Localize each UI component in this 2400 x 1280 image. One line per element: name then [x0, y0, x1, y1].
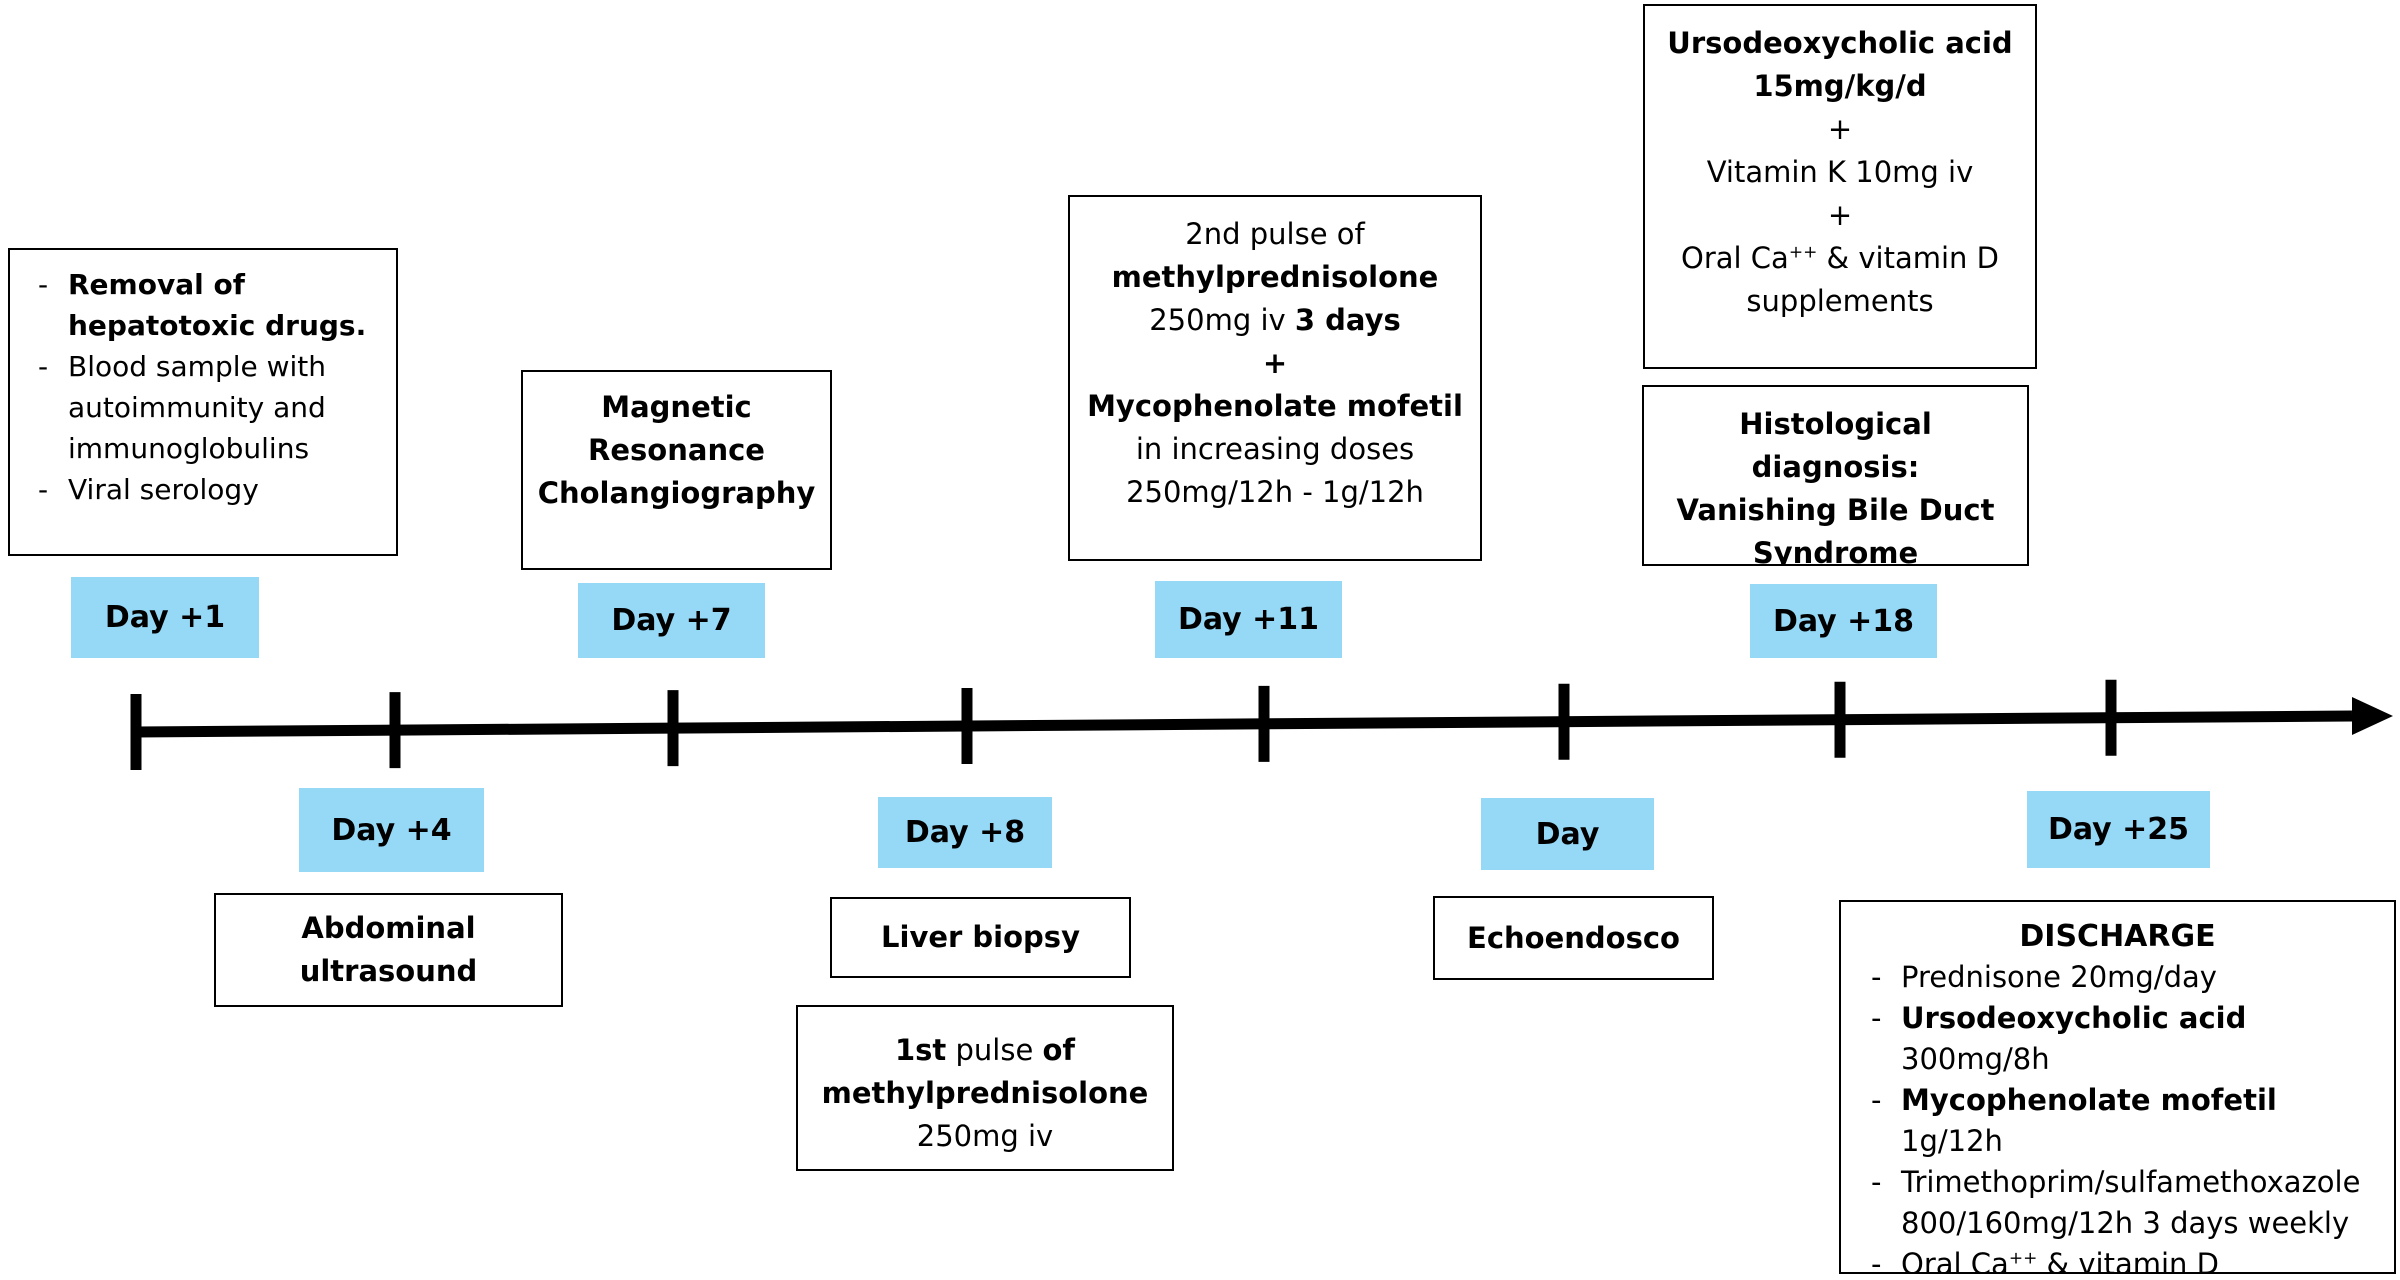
day-label-plus-7: Day +7 [578, 583, 765, 658]
diagnosis-line-2: Vanishing Bile Duct Syndrome [1676, 493, 1995, 566]
box-discharge: DISCHARGE Prednisone 20mg/day Ursodeoxyc… [1839, 900, 2396, 1274]
timeline-axis [135, 710, 2353, 738]
list-item: Viral serology [20, 469, 386, 510]
box-abdominal-ultrasound: Abdominal ultrasound [214, 893, 563, 1007]
first-pulse-line-3: 250mg iv [916, 1119, 1054, 1153]
day-label-plus-18: Day +18 [1750, 584, 1937, 658]
list-item: Blood sample with autoimmunity and immun… [20, 346, 386, 469]
diagnosis-line-1: Histological diagnosis: [1739, 407, 1932, 484]
box-first-pulse: 1st pulse of methylprednisolone 250mg iv [796, 1005, 1174, 1171]
first-pulse-line-1: 1st pulse of [894, 1033, 1076, 1067]
list-item: Ursodeoxycholic acid 300mg/8h [1853, 998, 2382, 1080]
cholangiography-text: Magnetic Resonance Cholangiography [537, 390, 816, 510]
ultrasound-line-2: ultrasound [299, 954, 478, 988]
treatment-line-1: Ursodeoxycholic acid [1667, 26, 2013, 60]
day-label-plus-4: Day +4 [299, 788, 484, 872]
second-pulse-mycophenolate: Mycophenolate mofetil in increasing dose… [1087, 389, 1463, 509]
discharge-title: DISCHARGE [2019, 919, 2216, 954]
list-item: Oral Ca++ & vitamin D [1853, 1244, 2382, 1272]
timeline-arrowhead [2352, 697, 2393, 735]
day-label-plus-8: Day +8 [878, 797, 1052, 868]
box-day-1-initial-measures: Removal of hepatotoxic drugs. Blood samp… [8, 248, 398, 556]
day-label-plus-25: Day +25 [2027, 791, 2210, 868]
second-pulse-line-1: 2nd pulse of [1185, 217, 1365, 251]
box-day-18-treatment: Ursodeoxycholic acid 15mg/kg/d + Vitamin… [1643, 4, 2037, 369]
second-pulse-line-3: 250mg iv 3 days [1149, 303, 1401, 337]
treatment-line-4: Vitamin K 10mg iv [1706, 155, 1974, 189]
treatment-line-2: 15mg/kg/d [1753, 69, 1927, 103]
treatment-plus-1: + [1827, 112, 1853, 146]
day-1-measures-list: Removal of hepatotoxic drugs. Blood samp… [20, 264, 386, 510]
treatment-line-6: Oral Ca++ & vitamin D supplements [1681, 241, 1999, 318]
box-liver-biopsy: Liver biopsy [830, 897, 1131, 978]
discharge-list: Prednisone 20mg/day Ursodeoxycholic acid… [1853, 957, 2382, 1272]
treatment-plus-2: + [1827, 198, 1853, 232]
day-label-plus-11: Day +11 [1155, 581, 1342, 658]
timeline-ticks [130, 679, 2117, 770]
box-mr-cholangiography: Magnetic Resonance Cholangiography [521, 370, 832, 570]
day-label-plus-1: Day +1 [71, 577, 259, 658]
box-histological-diagnosis: Histological diagnosis: Vanishing Bile D… [1642, 385, 2029, 566]
echoendoscopy-text: Echoendosco [1467, 920, 1680, 955]
list-item: Trimethoprim/sulfamethoxazole 800/160mg/… [1853, 1162, 2382, 1244]
box-echoendoscopy: Echoendosco [1433, 896, 1714, 980]
list-item: Prednisone 20mg/day [1853, 957, 2382, 998]
list-item: Removal of hepatotoxic drugs. [20, 264, 386, 346]
day-label-unnumbered: Day [1481, 798, 1654, 870]
first-pulse-line-2: methylprednisolone [821, 1076, 1149, 1110]
second-pulse-line-2: methylprednisolone [1111, 260, 1439, 294]
ultrasound-line-1: Abdominal [301, 911, 476, 945]
box-second-pulse: 2nd pulse of methylprednisolone 250mg iv… [1068, 195, 1482, 561]
liver-biopsy-text: Liver biopsy [881, 920, 1080, 954]
list-item: Mycophenolate mofetil 1g/12h [1853, 1080, 2382, 1162]
second-pulse-plus: + [1262, 346, 1288, 380]
